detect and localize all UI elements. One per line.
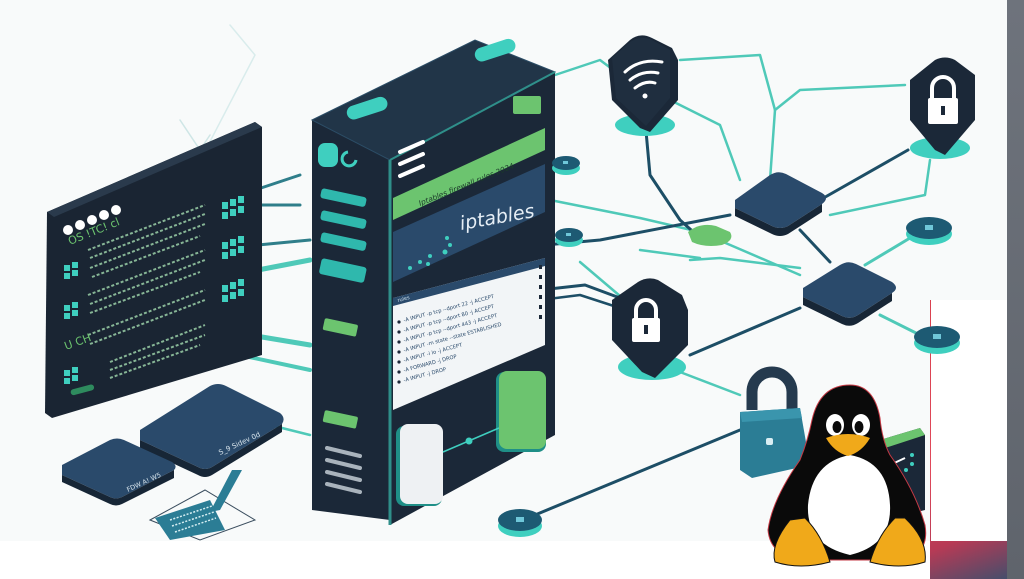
menu-icon — [398, 140, 425, 178]
router-small: FDW A! W5 — [62, 438, 176, 506]
server-tower: Iptables firewall rules 2024 iptables ru… — [310, 38, 557, 525]
node-disc — [914, 326, 960, 354]
green-connector — [688, 224, 732, 246]
laptop — [148, 470, 257, 541]
window-dots — [63, 205, 121, 235]
tux-penguin-icon — [767, 384, 927, 567]
lock-shield-icon — [612, 278, 688, 380]
network-nodes — [498, 156, 960, 537]
node-disc — [906, 217, 952, 245]
wifi-shield-icon — [608, 35, 678, 136]
node-disc — [552, 156, 580, 175]
lock-shield-icon — [910, 57, 975, 159]
rules-header-tag: rules — [397, 295, 411, 304]
switch-top — [735, 172, 826, 236]
terminal-window: OS !TC! cl — [45, 122, 262, 418]
node-disc — [555, 228, 583, 247]
status-dots — [408, 236, 452, 270]
padlock-icon — [740, 366, 810, 478]
node-disc — [498, 509, 542, 537]
gray-edge-strip — [1007, 0, 1024, 579]
switch-bottom — [803, 262, 896, 326]
